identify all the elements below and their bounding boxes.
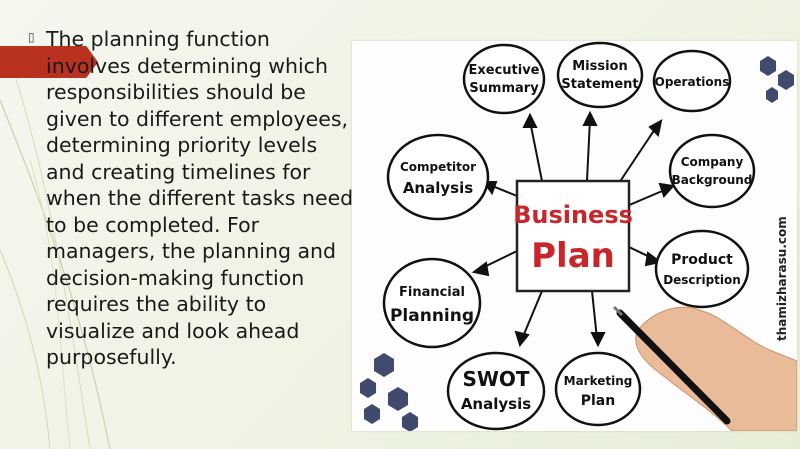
node-marketing-plan: Marketing Plan — [554, 351, 642, 427]
node-operations: Operations — [652, 49, 732, 113]
bullet-paragraph: The planning function involves determini… — [46, 27, 354, 369]
svg-text:Background: Background — [672, 173, 753, 187]
node-executive-summary: Executive Summary — [462, 43, 546, 115]
hexagon-decor-right — [760, 56, 794, 103]
arrows — [471, 110, 675, 348]
center-label-line1: Business — [513, 201, 633, 229]
node-financial-planning: Financial Planning — [382, 257, 482, 349]
red-accent-tab — [0, 46, 98, 78]
svg-text:Mission: Mission — [572, 59, 628, 74]
svg-text:Plan: Plan — [581, 393, 615, 409]
svg-text:Planning: Planning — [390, 306, 474, 326]
svg-text:Executive: Executive — [468, 63, 539, 78]
center-label-line2: Plan — [531, 236, 615, 276]
node-company-background: Company Background — [668, 133, 756, 209]
svg-text:Summary: Summary — [469, 81, 539, 96]
business-plan-diagram: Business Plan Executive Summary Mission … — [360, 41, 797, 431]
svg-text:Operations: Operations — [655, 75, 730, 89]
svg-text:Analysis: Analysis — [403, 179, 473, 197]
node-mission-statement: Mission Statement — [556, 41, 644, 109]
svg-text:Marketing: Marketing — [564, 374, 633, 388]
hexagon-decor-left — [360, 353, 418, 431]
svg-text:Description: Description — [663, 273, 741, 287]
svg-text:SWOT: SWOT — [462, 367, 529, 391]
node-product-description: Product Description — [654, 229, 750, 309]
svg-text:Financial: Financial — [399, 285, 465, 300]
bullet-icon: ▯ — [28, 30, 35, 44]
node-swot-analysis: SWOT Analysis — [446, 351, 546, 431]
hand-with-pen — [612, 305, 797, 431]
svg-text:Product: Product — [671, 252, 733, 268]
watermark-text: thamizharasu.com — [775, 216, 789, 341]
svg-text:Company: Company — [681, 155, 744, 169]
svg-text:Statement: Statement — [561, 77, 638, 92]
business-plan-image: Business Plan Executive Summary Mission … — [352, 41, 797, 431]
svg-text:Analysis: Analysis — [461, 395, 531, 413]
center-box — [515, 179, 631, 293]
svg-text:Competitor: Competitor — [400, 160, 476, 174]
node-competitor-analysis: Competitor Analysis — [386, 133, 490, 221]
